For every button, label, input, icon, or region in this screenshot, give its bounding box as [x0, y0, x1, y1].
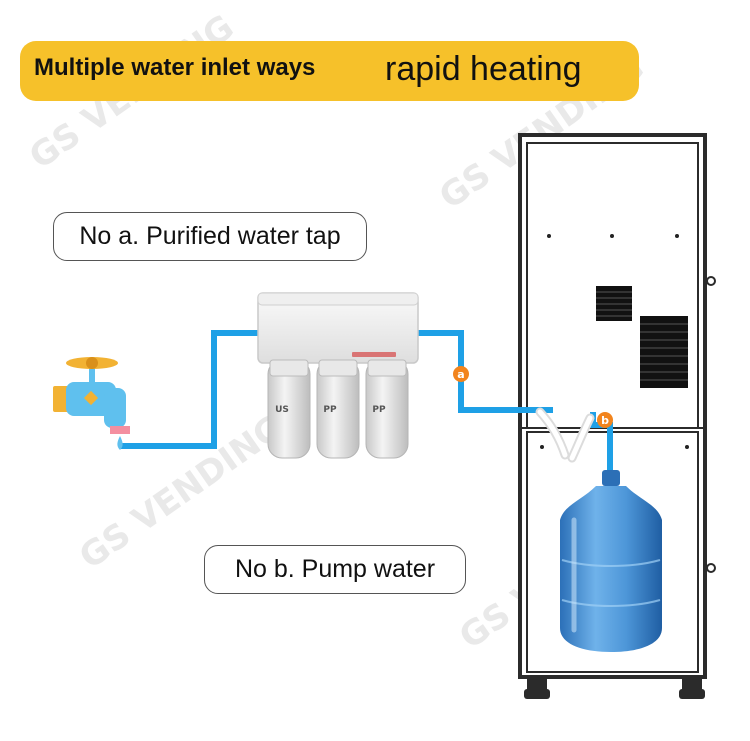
marker-b-label: b: [601, 414, 609, 427]
header-banner: [20, 41, 639, 101]
label-option-b: No b. Pump water: [204, 545, 466, 594]
water-tap-icon: [53, 357, 130, 450]
water-bottle-icon: [560, 470, 662, 652]
filter-2-label: PP: [323, 405, 337, 415]
label-option-a: No a. Purified water tap: [53, 212, 367, 261]
filter-1-label: US: [275, 405, 289, 415]
water-purifier-icon: US PP PP: [257, 292, 419, 459]
marker-b: b: [597, 412, 613, 428]
banner-subtitle: rapid heating: [385, 50, 582, 88]
filter-3-label: PP: [372, 405, 386, 415]
pipe-tap-to-filter: [119, 330, 262, 449]
marker-a: a: [453, 366, 469, 382]
banner-title: Multiple water inlet ways: [34, 54, 316, 81]
marker-a-label: a: [457, 368, 464, 381]
pump-hose: [535, 407, 595, 463]
